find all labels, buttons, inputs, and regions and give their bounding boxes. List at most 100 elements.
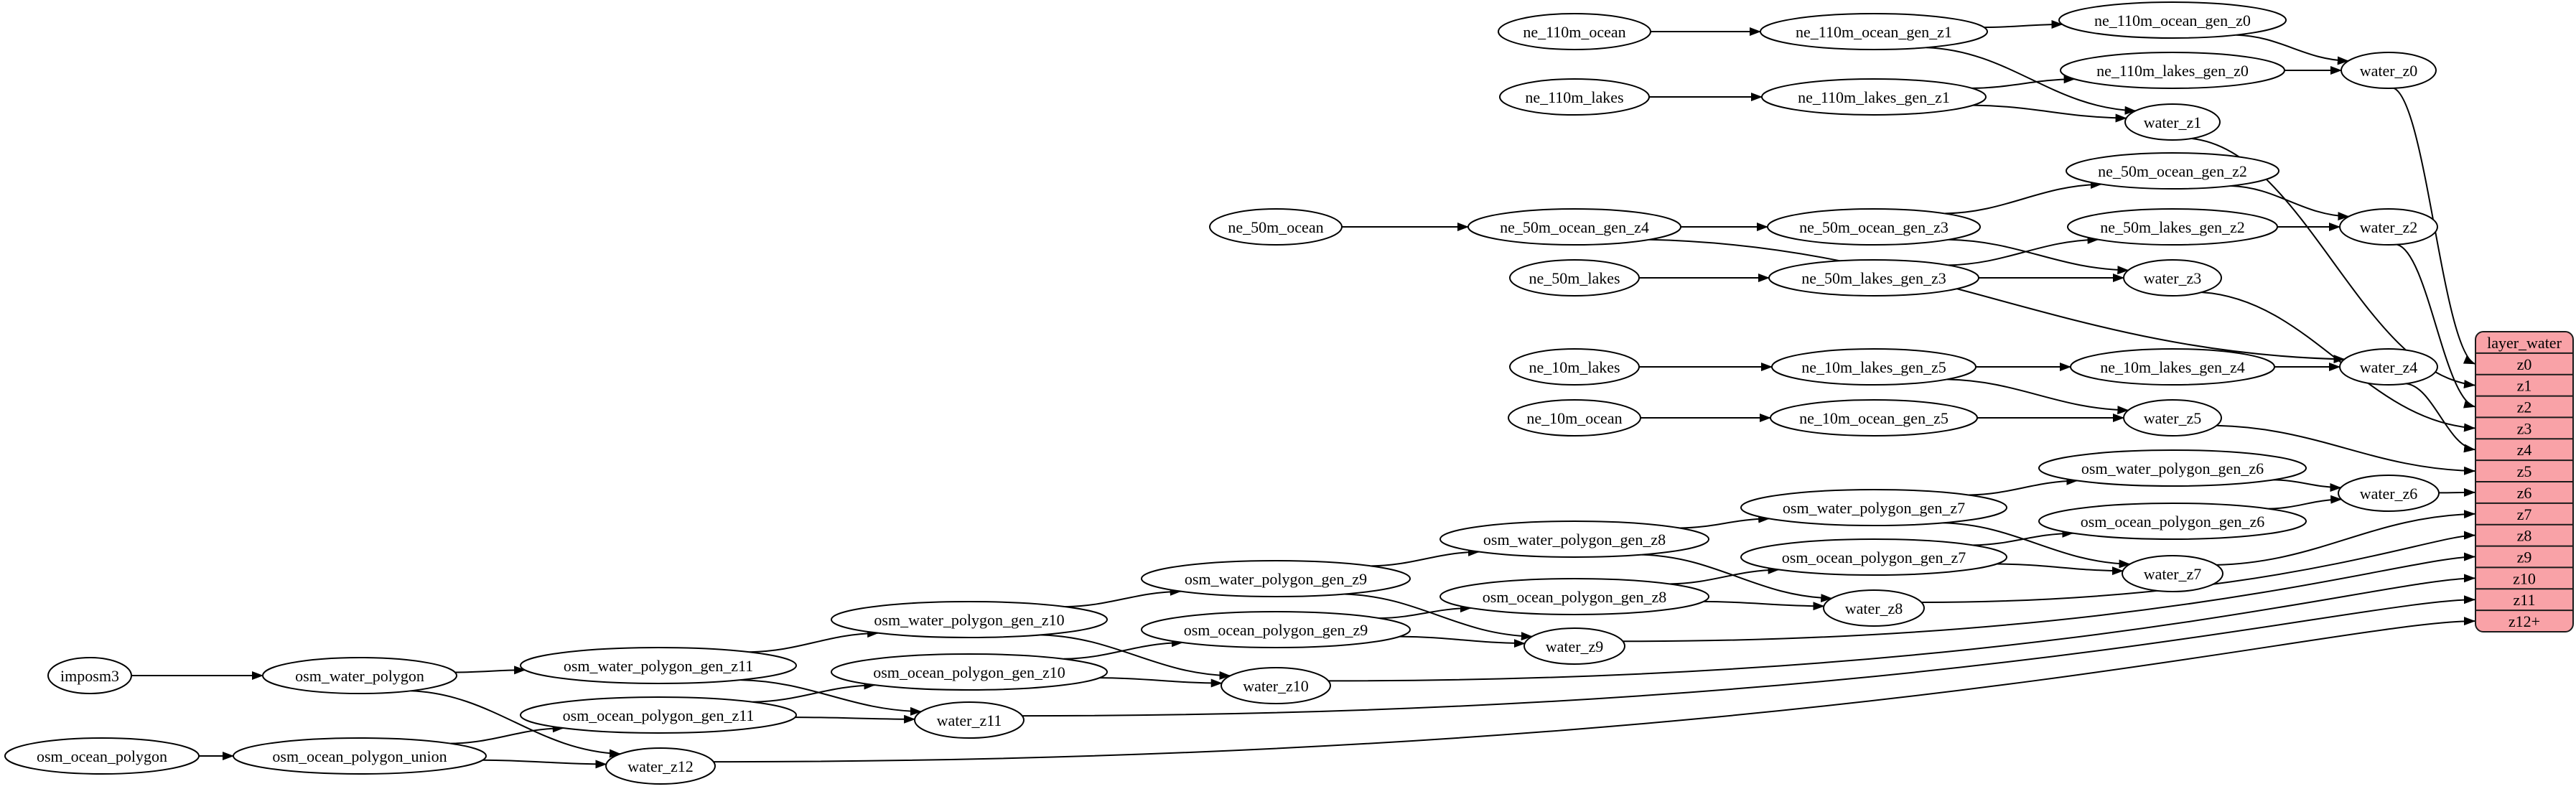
node-ne_50m_lakes_gen_z2: ne_50m_lakes_gen_z2 [2067, 208, 2278, 246]
node-label-osm_water_polygon_gen_z6: osm_water_polygon_gen_z6 [2081, 459, 2264, 477]
node-ellipse-ne_110m_ocean [1498, 13, 1651, 50]
node-label-imposm3: imposm3 [60, 667, 119, 685]
edge-osm_water_polygon_gen_z6-to-water_z6 [2273, 479, 2342, 492]
node-label-osm_water_polygon_gen_z8: osm_water_polygon_gen_z8 [1483, 531, 1666, 548]
node-ellipse-ne_50m_lakes_gen_z2 [2067, 208, 2278, 246]
node-osm_ocean_polygon_union: osm_ocean_polygon_union [233, 737, 487, 775]
node-label-ne_10m_ocean: ne_10m_ocean [1526, 409, 1622, 427]
layer-water-table-title: layer_water [2487, 334, 2562, 352]
node-osm_water_polygon_gen_z10: osm_water_polygon_gen_z10 [831, 601, 1108, 638]
node-water_z7: water_z7 [2122, 555, 2223, 592]
node-ellipse-osm_water_polygon_gen_z10 [831, 601, 1108, 638]
node-ellipse-ne_50m_ocean_gen_z3 [1767, 208, 1981, 246]
node-label-water_z10: water_z10 [1243, 677, 1309, 695]
node-label-ne_50m_ocean_gen_z2: ne_50m_ocean_gen_z2 [2098, 162, 2247, 180]
table-row-label-z10: z10 [2513, 569, 2536, 587]
edge-water_z10-to-layer_water-z10 [1328, 574, 2475, 682]
edge-osm_water_polygon_gen_z8-to-osm_water_polygon_gen_z7 [1679, 514, 1770, 529]
node-label-ne_110m_lakes_gen_z1: ne_110m_lakes_gen_z1 [1798, 88, 1950, 106]
edge-water_z8-to-layer_water-z8 [1921, 531, 2475, 603]
node-water_z0: water_z0 [2341, 52, 2437, 89]
node-label-ne_50m_lakes_gen_z3: ne_50m_lakes_gen_z3 [1801, 269, 1946, 287]
node-label-osm_water_polygon_gen_z7: osm_water_polygon_gen_z7 [1783, 499, 1965, 517]
table-row-label-z7: z7 [2517, 505, 2532, 523]
node-label-ne_50m_lakes_gen_z2: ne_50m_lakes_gen_z2 [2100, 218, 2245, 236]
node-ellipse-ne_110m_lakes_gen_z1 [1761, 78, 1987, 116]
node-ellipse-osm_water_polygon_gen_z6 [2038, 449, 2307, 487]
node-label-water_z8: water_z8 [1845, 599, 1903, 617]
node-ellipse-osm_ocean_polygon_gen_z11 [520, 696, 797, 734]
node-label-ne_10m_lakes: ne_10m_lakes [1529, 358, 1620, 376]
node-water_z10: water_z10 [1221, 667, 1331, 704]
edge-osm_water_polygon-to-osm_water_polygon_gen_z11 [454, 666, 526, 675]
node-ne_10m_lakes_gen_z4: ne_10m_lakes_gen_z4 [2070, 348, 2275, 386]
node-osm_ocean_polygon: osm_ocean_polygon [4, 737, 200, 775]
node-ne_110m_ocean_gen_z1: ne_110m_ocean_gen_z1 [1760, 13, 1988, 50]
edge-osm_ocean_polygon_gen_z7-to-osm_ocean_polygon_gen_z6 [1973, 528, 2074, 546]
node-water_z9: water_z9 [1523, 627, 1625, 665]
node-osm_water_polygon_gen_z11: osm_water_polygon_gen_z11 [520, 647, 797, 684]
node-label-ne_110m_ocean: ne_110m_ocean [1523, 23, 1625, 41]
table-row-label-z6: z6 [2517, 484, 2532, 502]
node-ellipse-ne_110m_lakes_gen_z0 [2060, 52, 2285, 89]
node-label-water_z12: water_z12 [627, 757, 694, 775]
node-ellipse-osm_ocean_polygon_gen_z6 [2038, 503, 2307, 540]
node-label-ne_110m_lakes_gen_z0: ne_110m_lakes_gen_z0 [2096, 62, 2249, 80]
node-label-osm_ocean_polygon_union: osm_ocean_polygon_union [272, 747, 447, 765]
edge-osm_water_polygon_gen_z11-to-water_z11 [740, 679, 922, 716]
table-row-label-z12+: z12+ [2509, 612, 2540, 630]
node-label-osm_water_polygon_gen_z10: osm_water_polygon_gen_z10 [874, 611, 1064, 629]
node-water_z4: water_z4 [2339, 348, 2438, 386]
node-ellipse-osm_ocean_polygon_gen_z8 [1439, 578, 1709, 615]
table-row-label-z2: z2 [2517, 398, 2532, 416]
edge-osm_ocean_polygon_gen_z11-to-water_z11 [795, 714, 916, 724]
node-ne_10m_ocean_gen_z5: ne_10m_ocean_gen_z5 [1770, 399, 1978, 436]
node-ellipse-ne_10m_lakes_gen_z5 [1771, 348, 1977, 386]
node-ne_110m_lakes_gen_z0: ne_110m_lakes_gen_z0 [2060, 52, 2285, 89]
node-water_z1: water_z1 [2124, 103, 2221, 141]
table-row-label-z11: z11 [2514, 591, 2536, 609]
node-label-osm_water_polygon_gen_z11: osm_water_polygon_gen_z11 [564, 657, 753, 675]
node-ellipse-ne_50m_ocean_gen_z4 [1467, 208, 1681, 246]
node-label-ne_110m_ocean_gen_z1: ne_110m_ocean_gen_z1 [1796, 23, 1952, 41]
node-osm_water_polygon: osm_water_polygon [262, 657, 457, 694]
node-ne_110m_ocean: ne_110m_ocean [1498, 13, 1651, 50]
edge-ne_110m_lakes_gen_z1-to-ne_110m_lakes_gen_z0 [1971, 75, 2076, 89]
edge-ne_110m_ocean_gen_z0-to-water_z0 [2236, 34, 2349, 65]
node-ellipse-osm_ocean_polygon_union [233, 737, 487, 775]
edge-osm_water_polygon_gen_z9-to-water_z9 [1344, 593, 1533, 641]
node-ellipse-water_z5 [2123, 399, 2222, 436]
node-label-osm_ocean_polygon_gen_z6: osm_ocean_polygon_gen_z6 [2081, 513, 2265, 531]
node-ne_50m_ocean: ne_50m_ocean [1209, 208, 1343, 246]
node-ne_50m_lakes_gen_z3: ne_50m_lakes_gen_z3 [1768, 259, 1979, 297]
node-label-ne_50m_ocean_gen_z4: ne_50m_ocean_gen_z4 [1500, 218, 1649, 236]
edge-water_z2-to-layer_water-z2 [2397, 243, 2475, 408]
node-label-osm_ocean_polygon_gen_z10: osm_ocean_polygon_gen_z10 [873, 663, 1065, 681]
node-osm_ocean_polygon_gen_z8: osm_ocean_polygon_gen_z8 [1439, 578, 1709, 615]
node-label-water_z5: water_z5 [2144, 409, 2202, 427]
node-ellipse-ne_50m_lakes_gen_z3 [1768, 259, 1979, 297]
node-osm_water_polygon_gen_z7: osm_water_polygon_gen_z7 [1740, 489, 2007, 526]
edge-ne_50m_ocean_gen_z3-to-water_z3 [1949, 238, 2129, 275]
node-water_z12: water_z12 [605, 747, 716, 785]
node-water_z8: water_z8 [1823, 589, 1925, 627]
node-ellipse-osm_ocean_polygon_gen_z9 [1141, 611, 1411, 648]
edge-ne_110m_ocean_gen_z1-to-ne_110m_ocean_gen_z0 [1984, 19, 2063, 29]
node-osm_ocean_polygon_gen_z7: osm_ocean_polygon_gen_z7 [1740, 538, 2007, 576]
node-label-ne_50m_ocean_gen_z3: ne_50m_ocean_gen_z3 [1799, 218, 1949, 236]
node-ellipse-osm_ocean_polygon_gen_z7 [1740, 538, 2007, 576]
node-ne_50m_ocean_gen_z4: ne_50m_ocean_gen_z4 [1467, 208, 1681, 246]
node-label-ne_10m_lakes_gen_z5: ne_10m_lakes_gen_z5 [1801, 358, 1946, 376]
node-ellipse-water_z2 [2339, 208, 2438, 246]
node-ellipse-water_z8 [1823, 589, 1925, 627]
node-ellipse-ne_10m_lakes [1509, 348, 1640, 386]
node-label-osm_ocean_polygon_gen_z11: osm_ocean_polygon_gen_z11 [563, 706, 755, 724]
node-ellipse-imposm3 [47, 657, 132, 694]
edge-osm_water_polygon_gen_z7-to-osm_water_polygon_gen_z6 [1969, 476, 2078, 496]
node-label-water_z11: water_z11 [937, 711, 1002, 729]
node-ellipse-water_z12 [605, 747, 716, 785]
edge-ne_50m_ocean_gen_z3-to-ne_50m_ocean_gen_z2 [1945, 179, 2102, 215]
edge-osm_ocean_polygon_gen_z7-to-water_z7 [1997, 563, 2124, 576]
table-row-label-z5: z5 [2517, 462, 2532, 480]
node-ellipse-ne_110m_ocean_gen_z1 [1760, 13, 1988, 50]
